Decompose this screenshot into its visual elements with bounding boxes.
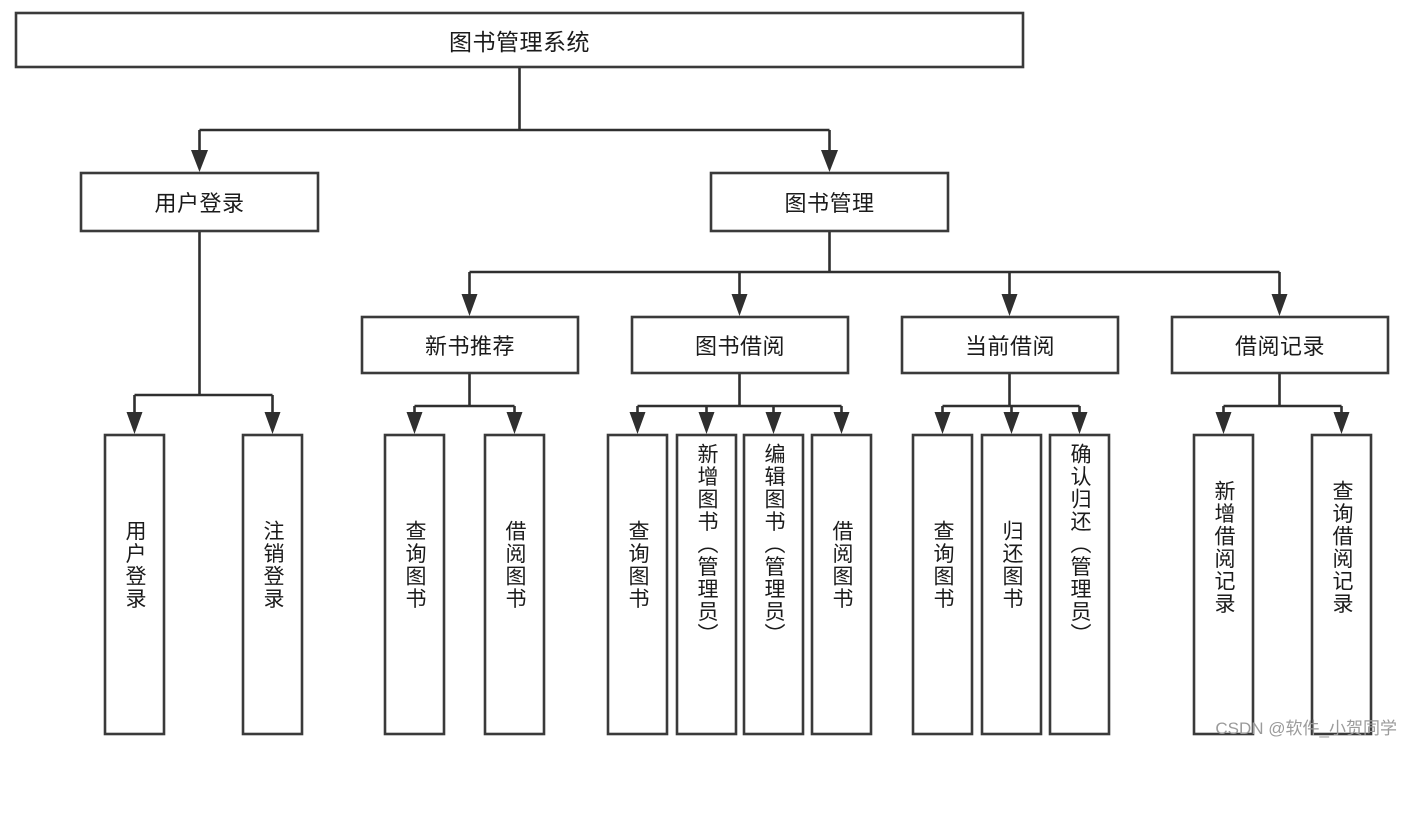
arrow-icon-to-book-management (821, 150, 838, 172)
leaf-box-logout[interactable] (241, 433, 304, 736)
arrow-icon-bookborrow-leaf2 (698, 412, 715, 434)
leaf-box-user-login[interactable] (103, 433, 166, 736)
arrow-icon-newbook-leaf2 (506, 412, 523, 434)
node-user-login[interactable] (79, 171, 320, 233)
flowchart-diagram: 图书管理系统 用户登录 图书管理 新书推荐 图书借阅 当前借阅 借阅记录 用户登… (14, 11, 1397, 738)
leaf-box-confirm-return-admin[interactable] (1048, 433, 1111, 736)
node-book-management[interactable] (709, 171, 950, 233)
node-new-book-recommendation[interactable] (360, 315, 580, 375)
leaf-box-return-book[interactable] (980, 433, 1043, 736)
leaf-box-add-borrow-record[interactable] (1192, 433, 1255, 736)
arrow-icon-bookborrow-leaf3 (765, 412, 782, 434)
diagram-canvas (14, 11, 1390, 736)
arrow-icon-to-borrow-record (1271, 294, 1288, 316)
leaf-box-add-book-admin[interactable] (675, 433, 738, 736)
leaf-box-query-book-newrec[interactable] (383, 433, 446, 736)
node-root-book-management-system[interactable] (14, 11, 1025, 69)
arrow-icon-bookborrow-leaf1 (629, 412, 646, 434)
arrow-icon-currentborrow-leaf2 (1003, 412, 1020, 434)
arrow-icon-newbook-leaf1 (406, 412, 423, 434)
arrow-icon-borrowrecord-leaf2 (1333, 412, 1350, 434)
leaf-box-query-borrow-record[interactable] (1310, 433, 1373, 736)
leaf-box-query-book-borrowing[interactable] (606, 433, 669, 736)
arrow-icon-to-current-borrow (1001, 294, 1018, 316)
arrow-icon-login-leaf2 (264, 412, 281, 434)
arrow-icon-to-user-login (191, 150, 208, 172)
connector-layer (126, 67, 1350, 434)
leaf-box-query-book-current[interactable] (911, 433, 974, 736)
arrow-icon-to-new-book-rec (461, 294, 478, 316)
leaf-box-edit-book-admin[interactable] (742, 433, 805, 736)
leaf-box-borrow-book[interactable] (810, 433, 873, 736)
node-box-layer (14, 11, 1390, 736)
arrow-icon-to-book-borrow (731, 294, 748, 316)
node-borrowing-record[interactable] (1170, 315, 1390, 375)
arrow-icon-currentborrow-leaf1 (934, 412, 951, 434)
arrow-icon-bookborrow-leaf4 (833, 412, 850, 434)
leaf-box-borrow-book-newrec[interactable] (483, 433, 546, 736)
node-current-borrowing[interactable] (900, 315, 1120, 375)
arrow-icon-borrowrecord-leaf1 (1215, 412, 1232, 434)
arrow-icon-currentborrow-leaf3 (1071, 412, 1088, 434)
node-book-borrowing[interactable] (630, 315, 850, 375)
arrow-icon-login-leaf1 (126, 412, 143, 434)
